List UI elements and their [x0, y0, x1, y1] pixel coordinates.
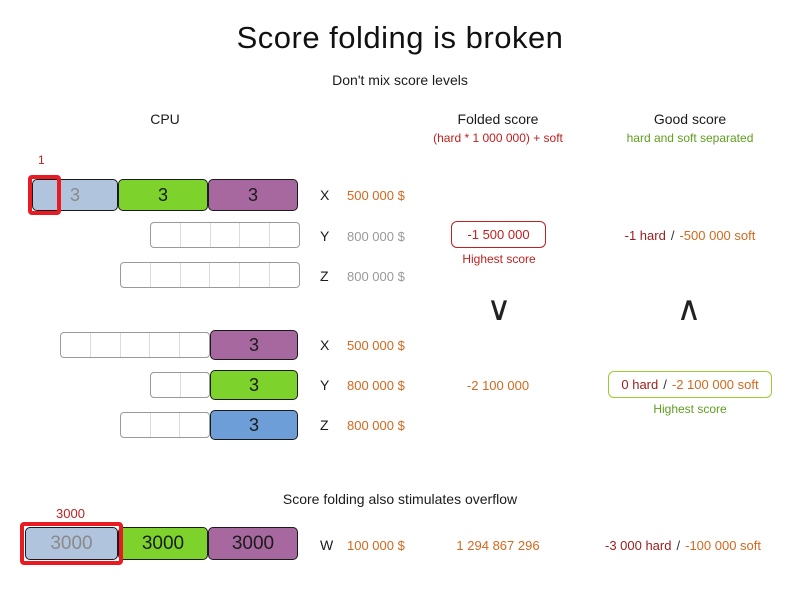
cost-w: 100 000 $: [347, 538, 405, 553]
empty-bar-z: [120, 262, 300, 288]
cost-x: 500 000 $: [347, 338, 405, 353]
empty-cell: [181, 263, 211, 287]
bar-segment-purple: 3: [208, 179, 298, 211]
folded-score-formula: (hard * 1 000 000) + soft: [433, 131, 563, 145]
subtitle-overflow: Score folding also stimulates overflow: [282, 491, 518, 507]
highlight-border: [20, 522, 123, 565]
empty-cell: [240, 223, 271, 247]
bar-segment-purple: 3: [210, 330, 298, 360]
bar-segment-green: 3: [210, 370, 298, 400]
hard-score: -1 hard: [624, 228, 666, 243]
unit-highlight-label: 3000: [56, 506, 85, 521]
hard-score: -3 000 hard: [604, 538, 672, 553]
column-header-cpu: CPU: [150, 111, 180, 127]
good-score-formula: hard and soft separated: [626, 131, 754, 145]
highest-score-caption-good: Highest score: [653, 402, 727, 416]
empty-cell: [121, 413, 151, 437]
empty-cell: [151, 223, 181, 247]
bar-segment-blue: 3: [210, 410, 298, 440]
empty-cell: [91, 333, 121, 357]
empty-cell: [211, 223, 241, 247]
empty-cell: [181, 223, 211, 247]
soft-score: -100 000 soft: [685, 538, 761, 553]
empty-cell: [121, 263, 151, 287]
page-title: Score folding is broken: [236, 20, 564, 55]
empty-cell: [181, 373, 210, 397]
column-header-folded-score: Folded score: [457, 111, 539, 127]
empty-cell: [150, 333, 181, 357]
empty-cell: [151, 263, 181, 287]
score-separator: /: [670, 228, 675, 243]
bar-segment-blue: 3: [32, 179, 118, 211]
empty-cell: [180, 413, 209, 437]
machine-label-x: X: [320, 337, 330, 353]
empty-cell: [240, 263, 271, 287]
empty-cell: [270, 263, 299, 287]
hard-score: 0 hard: [621, 377, 659, 392]
empty-cell: [151, 373, 181, 397]
machine-label-z: Z: [320, 417, 329, 433]
highest-score-caption-folded: Highest score: [462, 252, 536, 266]
subtitle-mix-levels: Don't mix score levels: [332, 72, 468, 88]
machine-label-y: Y: [320, 377, 330, 393]
score-separator: /: [663, 377, 667, 392]
empty-cell: [61, 333, 91, 357]
bar-segment-green: 3: [118, 179, 208, 211]
unit-highlight-label: 1: [38, 153, 45, 167]
soft-score: -500 000 soft: [679, 228, 756, 243]
empty-cell: [180, 333, 209, 357]
machine-label-w: W: [320, 537, 334, 553]
cost-z: 800 000 $: [347, 269, 405, 284]
good-score-line: -1 hard / -500 000 soft: [585, 228, 795, 243]
good-less-than-icon: ∧: [676, 290, 702, 328]
machine-label-y: Y: [320, 228, 330, 244]
cost-y: 800 000 $: [347, 229, 405, 244]
soft-score: -2 100 000 soft: [671, 377, 759, 392]
empty-bar-y2: [150, 372, 210, 398]
empty-bar-x2: [60, 332, 210, 358]
folded-score-value: 1 294 867 296: [456, 538, 540, 553]
cost-x: 500 000 $: [347, 188, 405, 203]
empty-cell: [210, 263, 241, 287]
empty-bar-y: [150, 222, 300, 248]
good-score-box: 0 hard / -2 100 000 soft: [608, 371, 772, 398]
empty-cell: [151, 413, 181, 437]
bar-segment-green: 3000: [118, 527, 208, 560]
cost-z: 800 000 $: [347, 418, 405, 433]
machine-label-z: Z: [320, 268, 329, 284]
folded-score-value: -2 100 000: [466, 378, 530, 393]
good-score-line: -3 000 hard / -100 000 soft: [578, 538, 788, 553]
bar-segment-blue: 3000: [25, 527, 118, 560]
empty-cell: [270, 223, 299, 247]
column-header-good-score: Good score: [653, 111, 727, 127]
machine-label-x: X: [320, 187, 330, 203]
empty-bar-z2: [120, 412, 210, 438]
highlight-border: [28, 175, 61, 215]
empty-cell: [121, 333, 151, 357]
score-separator: /: [676, 538, 681, 553]
folded-greater-than-icon: ∨: [486, 290, 512, 328]
folded-score-box: -1 500 000: [451, 221, 546, 248]
cost-y: 800 000 $: [347, 378, 405, 393]
bar-segment-purple: 3000: [208, 527, 298, 560]
